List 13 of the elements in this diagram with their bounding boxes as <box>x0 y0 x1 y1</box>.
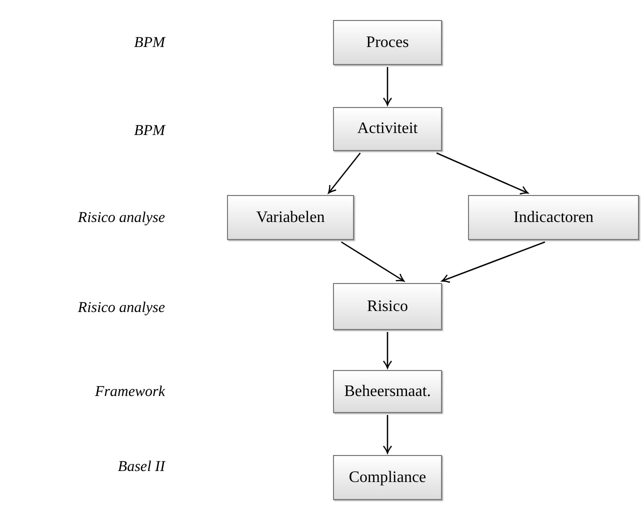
level-label: Risico analyse <box>78 299 165 318</box>
process-box: Indicactoren <box>468 195 639 240</box>
level-label: Basel II <box>118 458 165 477</box>
level-label: Framework <box>95 383 165 402</box>
process-box: Proces <box>333 20 442 65</box>
level-label: BPM <box>134 34 165 53</box>
process-box: Compliance <box>333 455 442 500</box>
process-box: Activiteit <box>333 107 442 151</box>
level-label: Risico analyse <box>78 209 165 228</box>
process-box: Beheersmaat. <box>333 370 442 413</box>
process-box: Risico <box>333 283 442 330</box>
level-label: BPM <box>134 122 165 141</box>
process-box: Variabelen <box>227 195 354 240</box>
